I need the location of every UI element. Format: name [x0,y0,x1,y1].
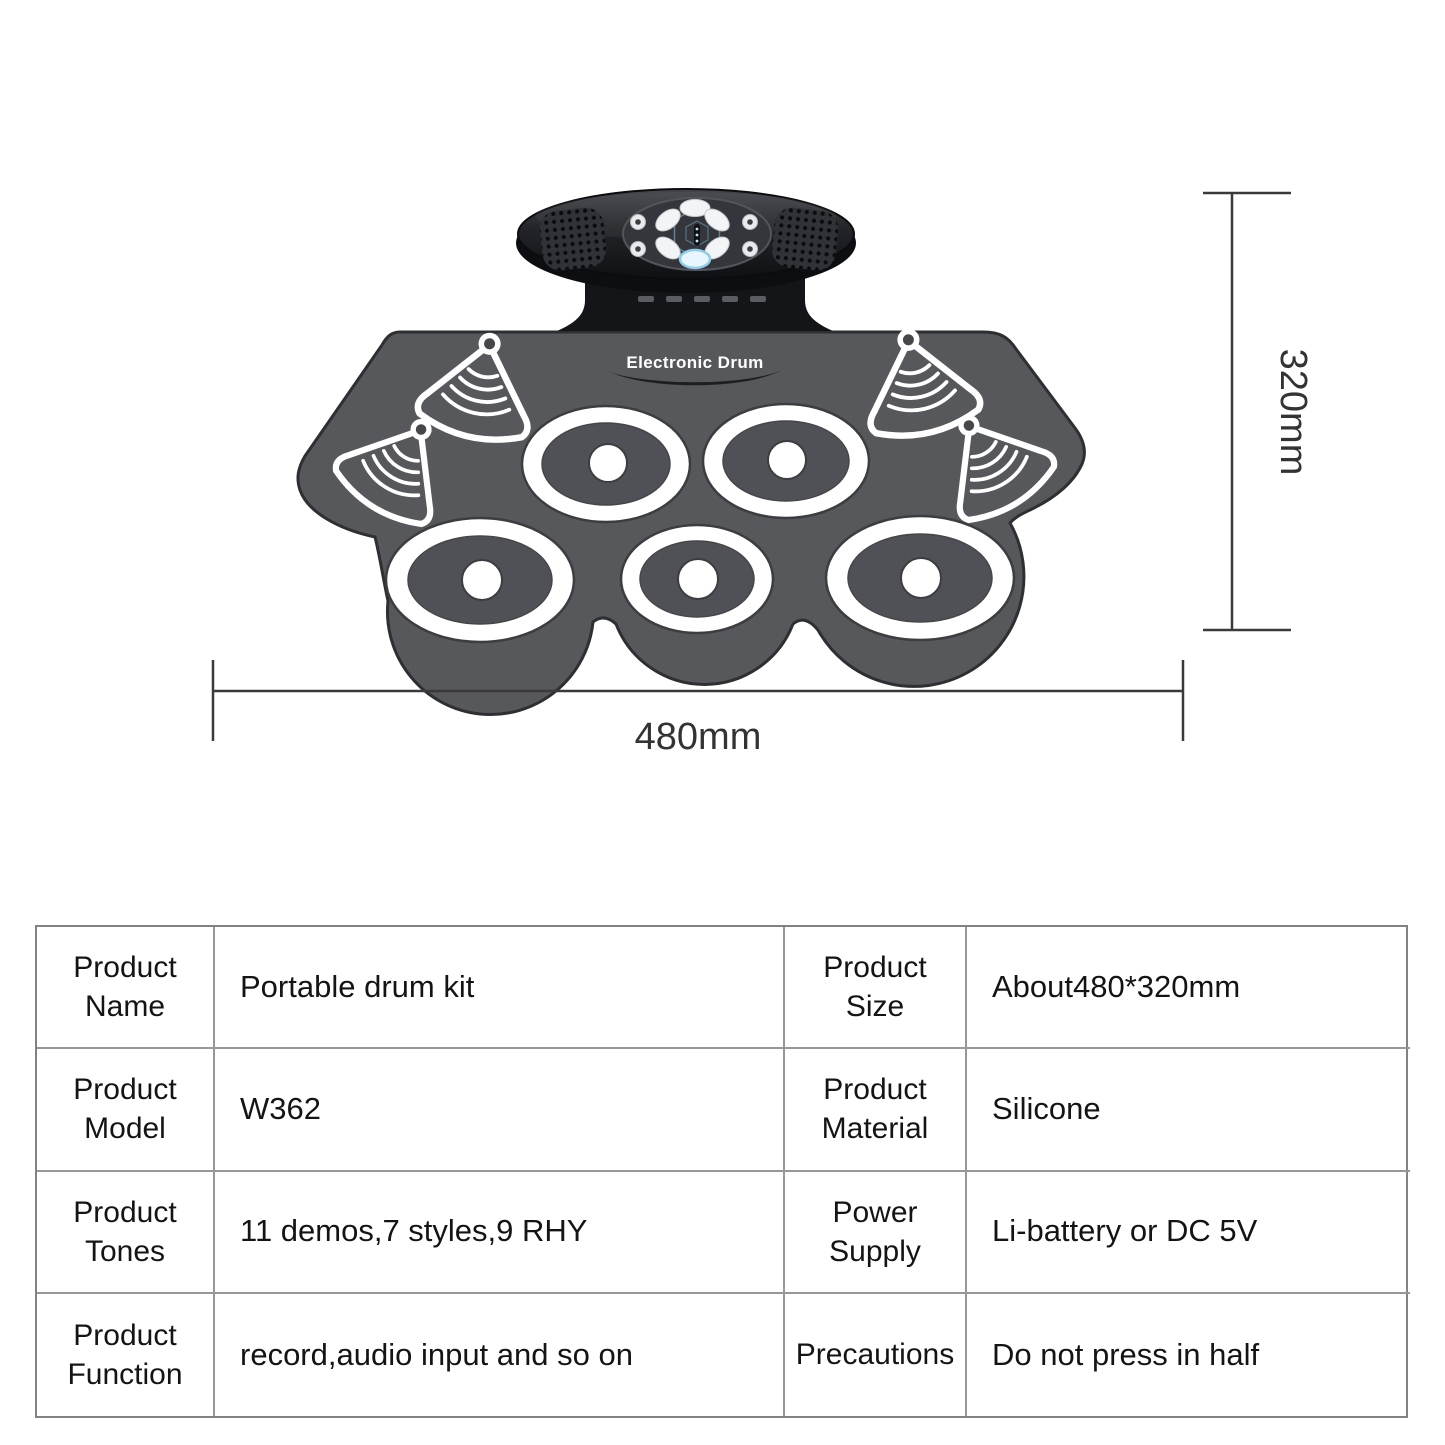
spec-value-power-supply: Li-battery or DC 5V [967,1172,1410,1294]
drum-pad-mid-left [520,404,692,524]
spec-table: Product Name Portable drum kit Product S… [35,925,1410,1418]
pod-button-power[interactable] [678,248,712,270]
spec-value-product-tones: 11 demos,7 styles,9 RHY [215,1171,785,1294]
drum-kit-diagram: Electronic Drum [211,188,1314,758]
spec-value-product-name: Portable drum kit [215,927,785,1050]
width-dimension-label: 480mm [635,716,762,758]
pod-ports [638,296,766,302]
width-dimension [211,660,1185,741]
spec-label-product-size: Product Size [785,927,967,1050]
spec-value-product-model: W362 [215,1049,785,1172]
pod-button-upper-left[interactable] [652,205,685,236]
drum-pad-bottom-center [619,523,775,635]
speaker-grille-right [771,207,839,271]
spec-label-power-supply: Power Supply [785,1171,967,1294]
spec-label-product-tones: Product Tones [37,1171,215,1294]
height-dimension [1203,191,1291,632]
spec-value-product-function: record,audio input and so on [215,1293,785,1416]
spec-value-product-material: Silicone [967,1049,1410,1172]
product-figure: Electronic Drum [211,188,1314,758]
speaker-grille-left [539,207,607,271]
spec-value-product-size: About480*320mm [967,927,1410,1050]
spec-label-precautions: Precautions [785,1293,967,1416]
spec-label-product-model: Product Model [37,1049,215,1172]
control-cluster [622,197,772,271]
spec-label-product-name: Product Name [37,927,215,1050]
spec-value-precautions: Do not press in half [992,1336,1260,1372]
pod-button-lower-left[interactable] [652,233,685,264]
spec-label-product-function: Product Function [37,1293,215,1416]
pod-button-top[interactable] [679,199,711,217]
pod-button-upper-right[interactable] [701,205,734,236]
drum-pad-bottom-left [384,516,576,644]
logo-swoosh [610,370,782,386]
spec-label-product-material: Product Material [785,1049,967,1172]
device-label: Electronic Drum [626,353,763,372]
drum-pad-mid-right [701,402,871,520]
drum-pad-bottom-right [824,514,1016,642]
control-pod [516,188,856,293]
height-dimension-label: 320mm [1272,349,1314,476]
